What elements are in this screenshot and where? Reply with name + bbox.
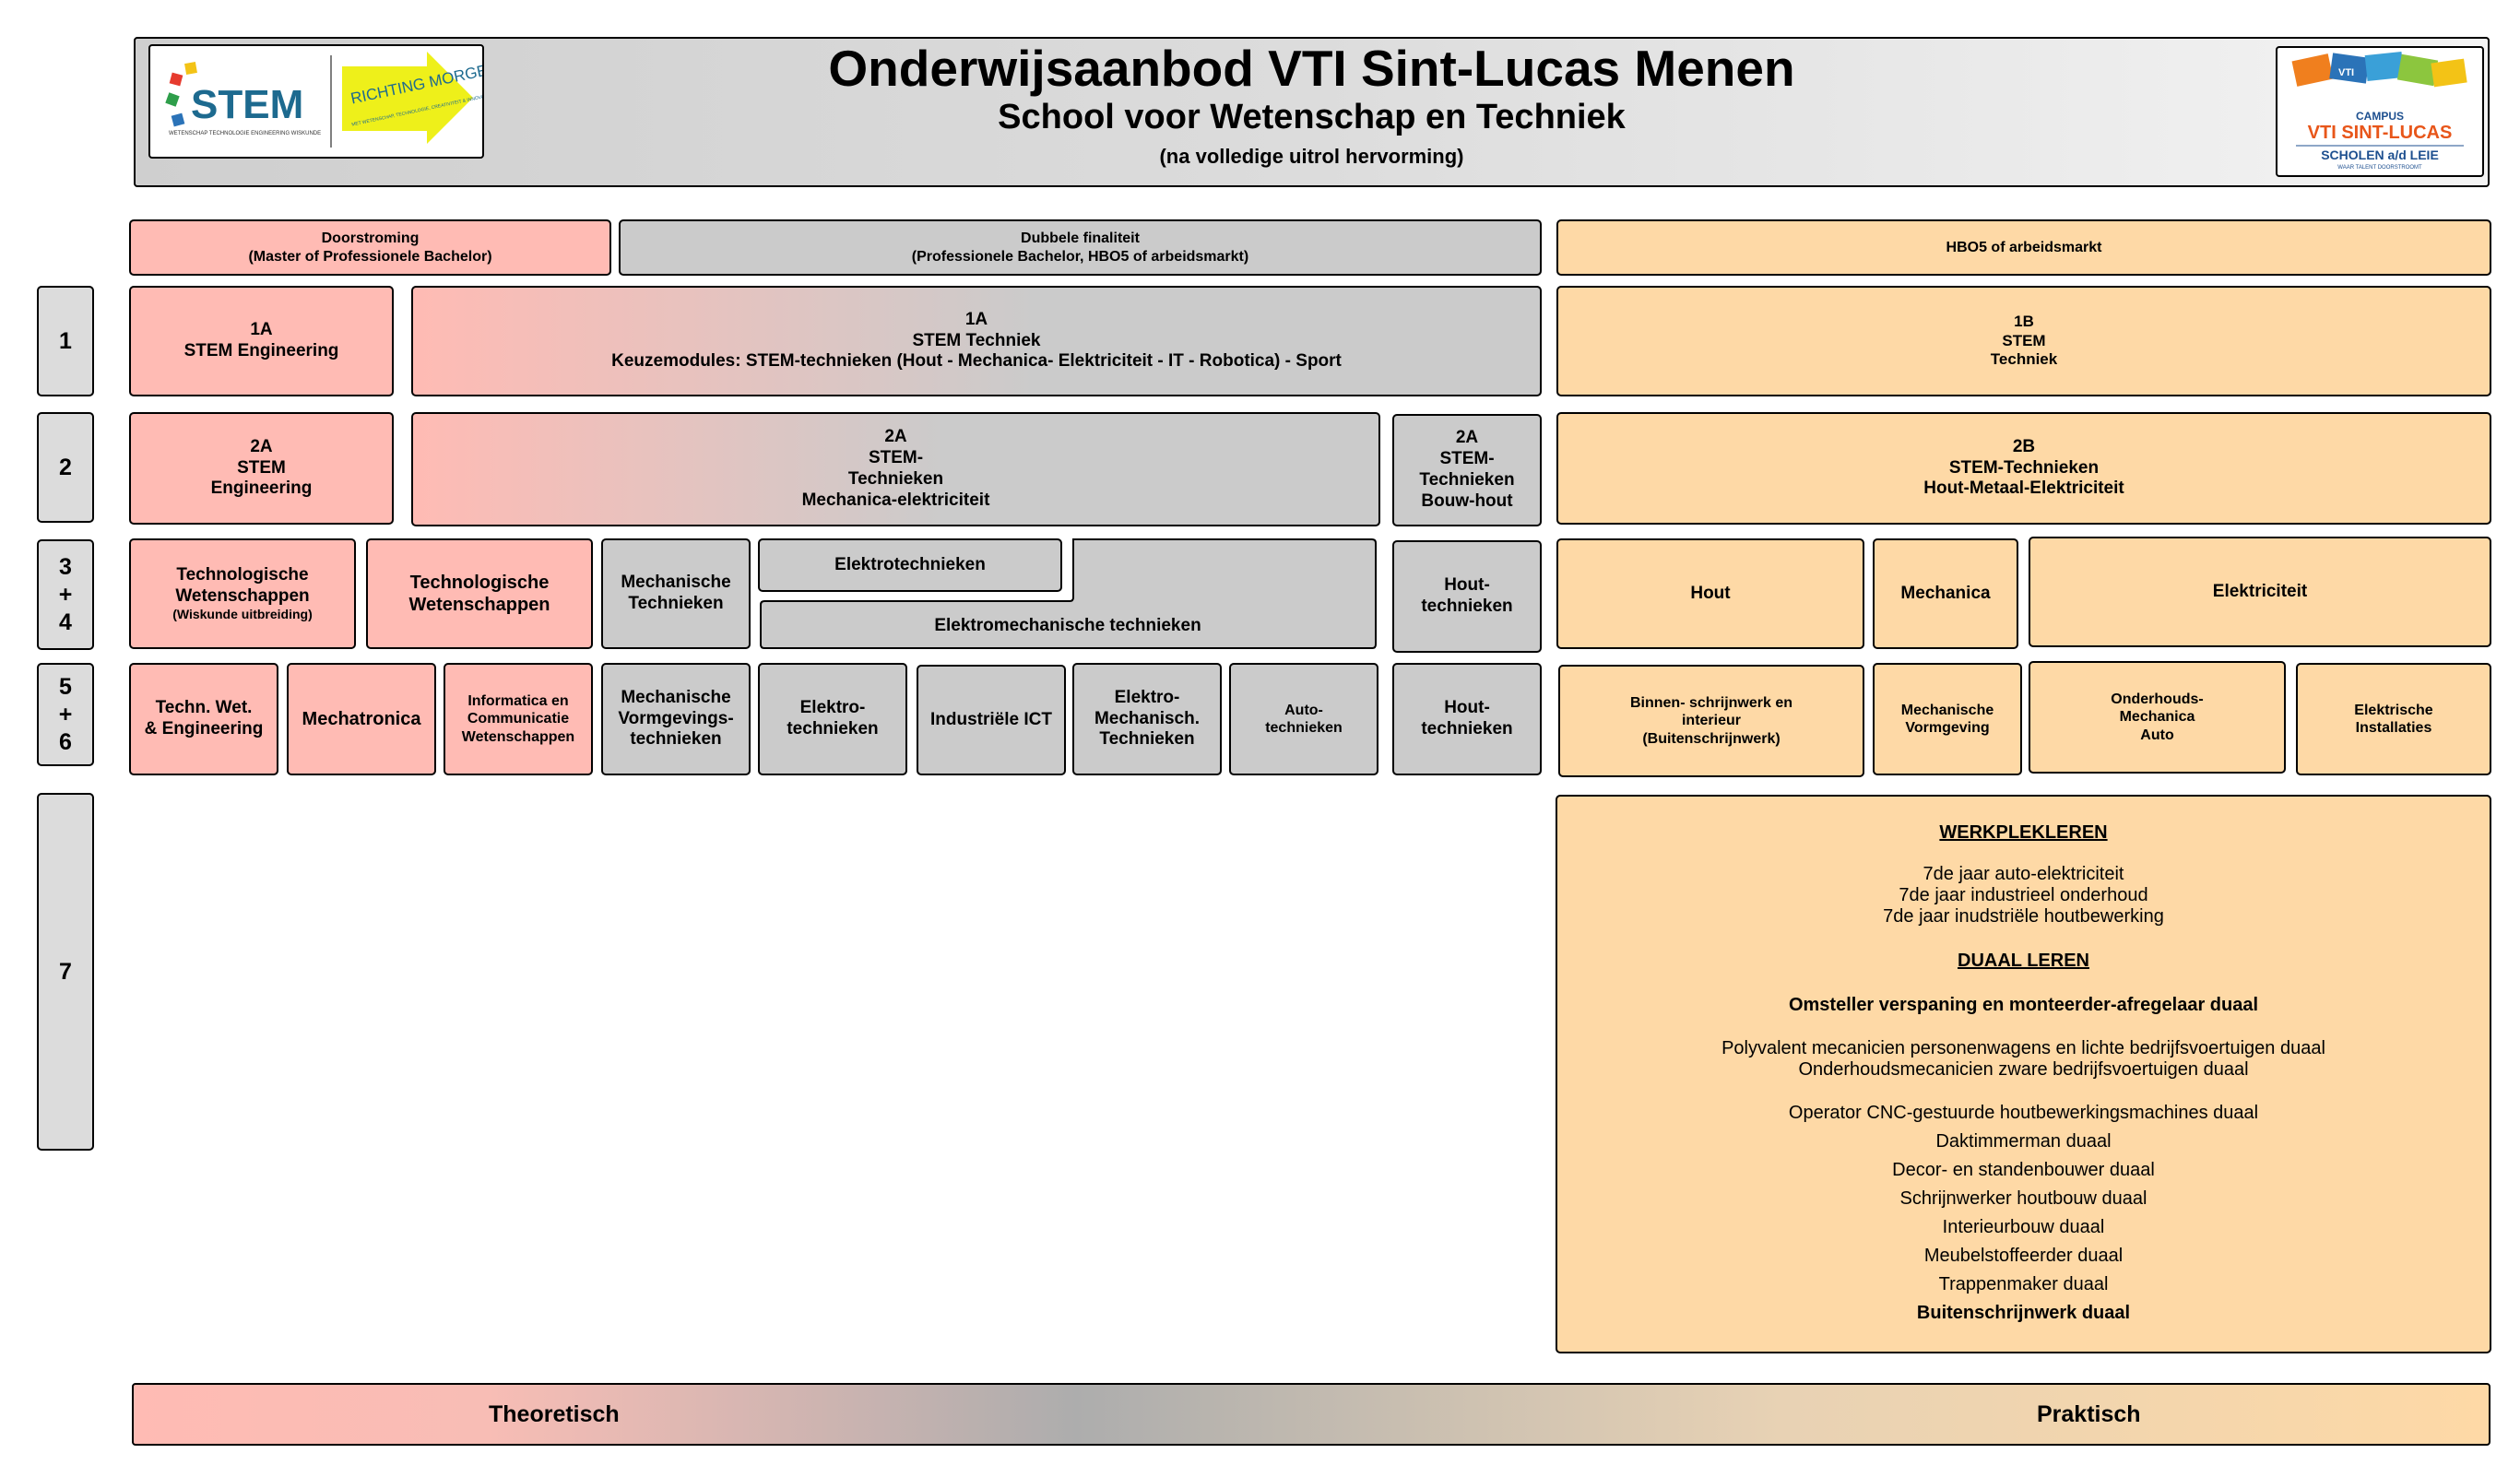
duaal-item: Buitenschrijnwerk duaal — [1916, 1303, 2131, 1323]
vti-logo: VTI CAMPUS VTI SINT-LUCAS SCHOLEN a/d LE… — [2276, 46, 2484, 177]
stem-logo-text: STEM — [191, 82, 303, 127]
werkplekleren-title: WERKPLEKLEREN — [1939, 822, 2108, 843]
duaal-item: Daktimmerman duaal — [1935, 1131, 2112, 1152]
vti-logo-graphic: VTI CAMPUS VTI SINT-LUCAS SCHOLEN a/d LE… — [2291, 51, 2467, 171]
duaal-item: Meubelstoffeerder duaal — [1923, 1246, 2124, 1266]
vti-badge: VTI — [2338, 67, 2354, 78]
header: STEM WETENSCHAP TECHNOLOGIE ENGINEERING … — [134, 37, 2490, 187]
year56-industriele-ict: Industriële ICT — [917, 665, 1066, 775]
stem-logo-small: WETENSCHAP TECHNOLOGIE ENGINEERING WISKU… — [169, 131, 321, 136]
year34-elektromechanische-technieken: Elektromechanische technieken — [934, 615, 1201, 635]
page-subtitle: School voor Wetenschap en Techniek — [998, 98, 1626, 136]
bar-label-praktisch: Praktisch — [2037, 1400, 2141, 1427]
duaal-item: Omsteller verspaning en monteerder-afreg… — [1788, 995, 2259, 1015]
vti-campus: CAMPUS — [2356, 110, 2404, 123]
row-label-1: 1 — [37, 286, 94, 396]
year34-elektriciteit: Elektriciteit — [2029, 537, 2491, 647]
duaal-item: Decor- en standenbouwer duaal — [1892, 1160, 2155, 1180]
theory-practice-bar: Theoretisch Praktisch — [132, 1383, 2490, 1446]
year56-elektromechanische-technieken: Elektro-Mechanisch.Technieken — [1072, 663, 1222, 775]
year7-programs: WERKPLEKLEREN 7de jaar auto-elektricitei… — [1556, 795, 2491, 1353]
year34-hout-technieken: Hout-technieken — [1392, 540, 1542, 653]
vti-group: SCHOLEN a/d LEIE — [2321, 148, 2439, 162]
year56-mechatronica: Mechatronica — [287, 663, 436, 775]
duaal-item: Operator CNC-gestuurde houtbewerkingsmac… — [1788, 1103, 2259, 1123]
row-label-2: 2 — [37, 412, 94, 523]
vti-name: VTI SINT-LUCAS — [2308, 123, 2453, 143]
year56-elektrotechnieken: Elektro-technieken — [758, 663, 907, 775]
duaal-item: Polyvalent mecanicien personenwagens en … — [1721, 1038, 2325, 1058]
column-header-doorstroming: Doorstroming (Master of Professionele Ba… — [129, 219, 611, 276]
stem-logo-graphic: STEM WETENSCHAP TECHNOLOGIE ENGINEERING … — [165, 52, 500, 148]
duaal-item: Onderhoudsmecanicien zware bedrijfsvoert… — [1798, 1059, 2249, 1080]
row-label-3-4: 3+4 — [37, 539, 94, 650]
page-note: (na volledige uitrol hervorming) — [1159, 145, 1464, 168]
vti-slogan: WAAR TALENT DOORSTROOMT — [2337, 165, 2422, 171]
werkplekleren-item: 7de jaar industrieel onderhoud — [1899, 885, 2148, 905]
year34-mechanica: Mechanica — [1873, 538, 2018, 649]
page-title: Onderwijsaanbod VTI Sint-Lucas Menen — [828, 40, 1795, 97]
row-label-7: 7 — [37, 793, 94, 1151]
stem-logo: STEM WETENSCHAP TECHNOLOGIE ENGINEERING … — [148, 44, 500, 159]
year56-autotechnieken: Auto-technieken — [1229, 663, 1378, 775]
werkplekleren-item: 7de jaar auto-elektriciteit — [1923, 864, 2124, 884]
duaal-leren-title: DUAAL LEREN — [1958, 951, 2089, 971]
column-header-dubbele-finaliteit: Dubbele finaliteit (Professionele Bachel… — [619, 219, 1542, 276]
werkplekleren-item: 7de jaar inudstriële houtbewerking — [1883, 906, 2164, 927]
year56-techn-wet-engineering: Techn. Wet.& Engineering — [129, 663, 278, 775]
year34-elektrotechnieken: Elektrotechnieken — [758, 538, 1062, 592]
column-header-hbo5: HBO5 of arbeidsmarkt — [1556, 219, 2491, 276]
bar-label-theoretisch: Theoretisch — [489, 1400, 620, 1427]
row-label-5-6: 5+6 — [37, 663, 94, 766]
year34-hout: Hout — [1556, 538, 1864, 649]
year34-elektromechanisch-shape — [760, 538, 1377, 649]
duaal-item: Interieurbouw duaal — [1942, 1217, 2105, 1237]
duaal-item: Trappenmaker duaal — [1938, 1274, 2109, 1294]
duaal-item: Schrijnwerker houtbouw duaal — [1899, 1188, 2147, 1209]
year56-hout-technieken: Hout-technieken — [1392, 663, 1542, 775]
